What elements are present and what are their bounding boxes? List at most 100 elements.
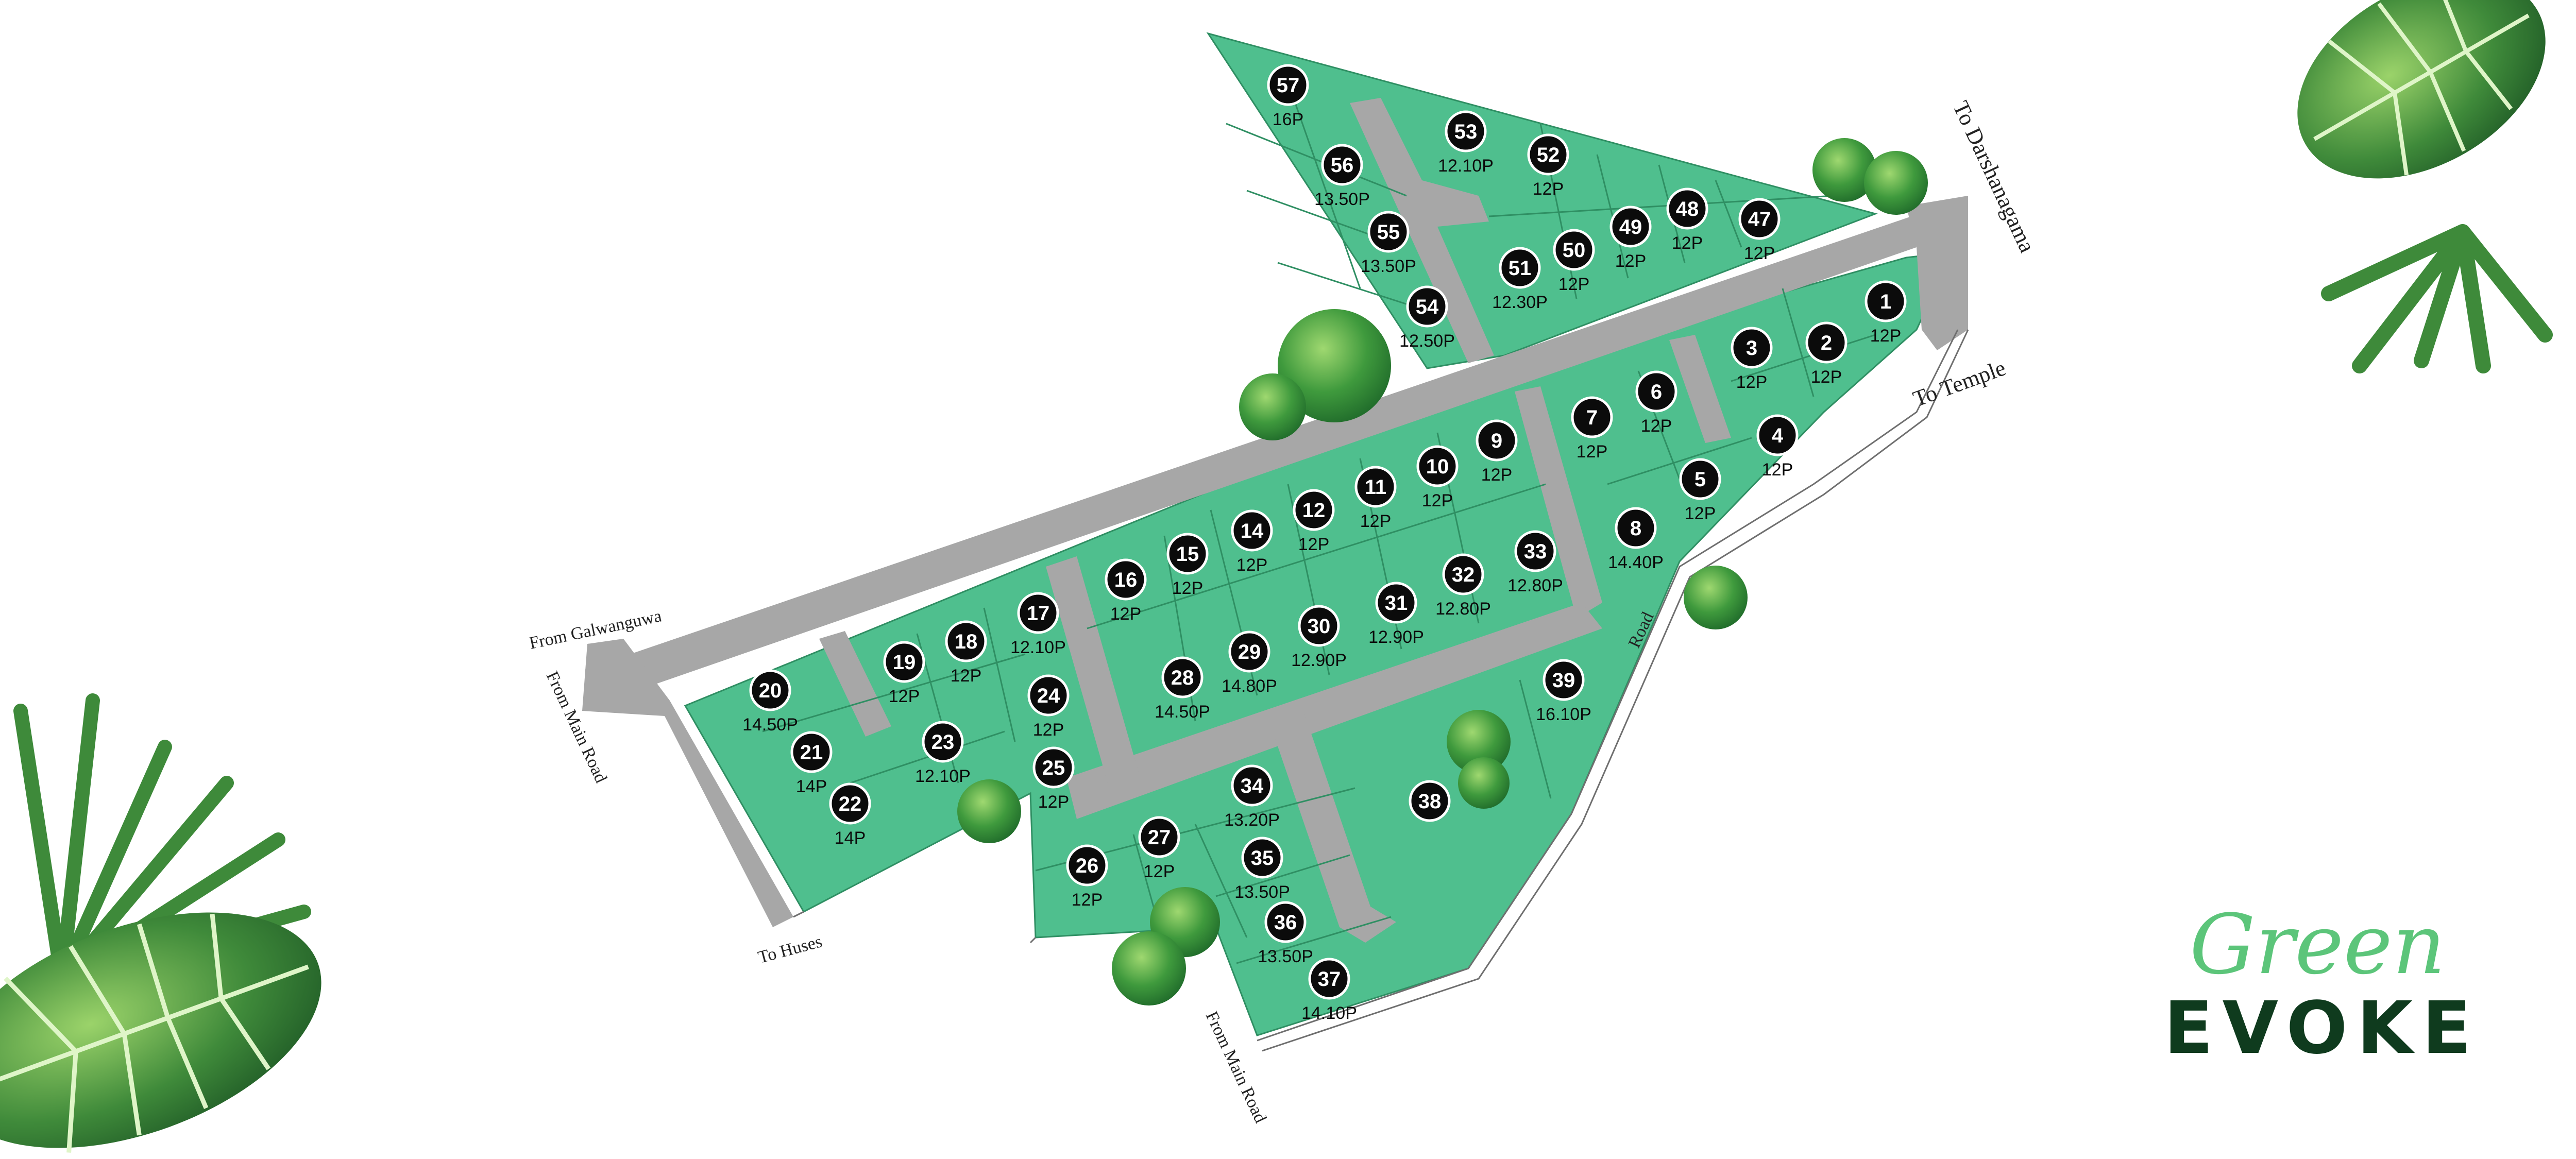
lot-badge[interactable] <box>1066 844 1108 887</box>
lot-badge[interactable] <box>790 731 833 773</box>
lot-badge[interactable] <box>1375 582 1417 624</box>
lot-badge[interactable] <box>1241 837 1283 879</box>
lot-badge[interactable] <box>1635 370 1677 413</box>
lot-badge[interactable] <box>1017 592 1059 634</box>
lot-badge[interactable] <box>1161 656 1204 698</box>
lot-badge[interactable] <box>1293 489 1335 531</box>
lot-badge[interactable] <box>1865 280 1907 322</box>
lot-badge[interactable] <box>1731 327 1773 369</box>
lot-badge[interactable] <box>1409 780 1451 822</box>
lot-badge[interactable] <box>1679 458 1721 500</box>
lot-badge[interactable] <box>1615 507 1657 549</box>
lot-badge[interactable] <box>829 782 871 825</box>
lot-badge[interactable] <box>1027 674 1070 717</box>
lot-badge[interactable] <box>1416 445 1459 487</box>
lot-badge[interactable] <box>1406 285 1448 328</box>
lot-badge[interactable] <box>1571 396 1613 438</box>
lot-38[interactable]: 38 <box>1409 780 1451 822</box>
lot-badge[interactable] <box>1032 746 1075 789</box>
lot-badge[interactable] <box>1231 764 1273 807</box>
lot-badge[interactable] <box>1756 414 1799 456</box>
lot-badge[interactable] <box>1666 188 1708 230</box>
lot-badge[interactable] <box>1738 198 1781 240</box>
lot-badge[interactable] <box>1166 533 1209 575</box>
lot-badge[interactable] <box>1527 133 1569 176</box>
lot-badge[interactable] <box>883 641 925 683</box>
lot-badge[interactable] <box>945 620 987 662</box>
lot-number: 26 <box>1076 855 1099 877</box>
lot-badge[interactable] <box>1308 958 1350 1000</box>
lot-badge[interactable] <box>1367 211 1410 253</box>
lot-badge[interactable] <box>1445 110 1487 152</box>
lot-badge[interactable] <box>749 669 791 711</box>
lot-badge[interactable] <box>1138 816 1180 858</box>
lot-badge[interactable] <box>1267 64 1309 106</box>
lot-badge[interactable] <box>1609 206 1652 248</box>
lot-8[interactable]: 814.40P <box>1608 507 1664 572</box>
lot-badge[interactable] <box>1231 509 1273 552</box>
lot-badge[interactable] <box>1543 659 1585 701</box>
lot-badge[interactable] <box>1514 530 1556 572</box>
lot-badge[interactable] <box>922 721 964 763</box>
lot-badge[interactable] <box>1321 144 1363 186</box>
lot-badge[interactable] <box>1354 466 1397 508</box>
lot-badge[interactable] <box>1805 321 1848 364</box>
lot-badge[interactable] <box>1228 630 1270 673</box>
lot-badge[interactable] <box>1298 605 1340 647</box>
lot-badge[interactable] <box>1476 419 1518 462</box>
lot-badge[interactable] <box>1105 558 1147 601</box>
lot-badge[interactable] <box>1553 229 1595 271</box>
lot-badge[interactable] <box>1442 553 1484 595</box>
lot-badge[interactable] <box>1499 247 1541 289</box>
lot-badge[interactable] <box>1264 901 1307 943</box>
lot-area: 12.10P <box>915 766 971 786</box>
